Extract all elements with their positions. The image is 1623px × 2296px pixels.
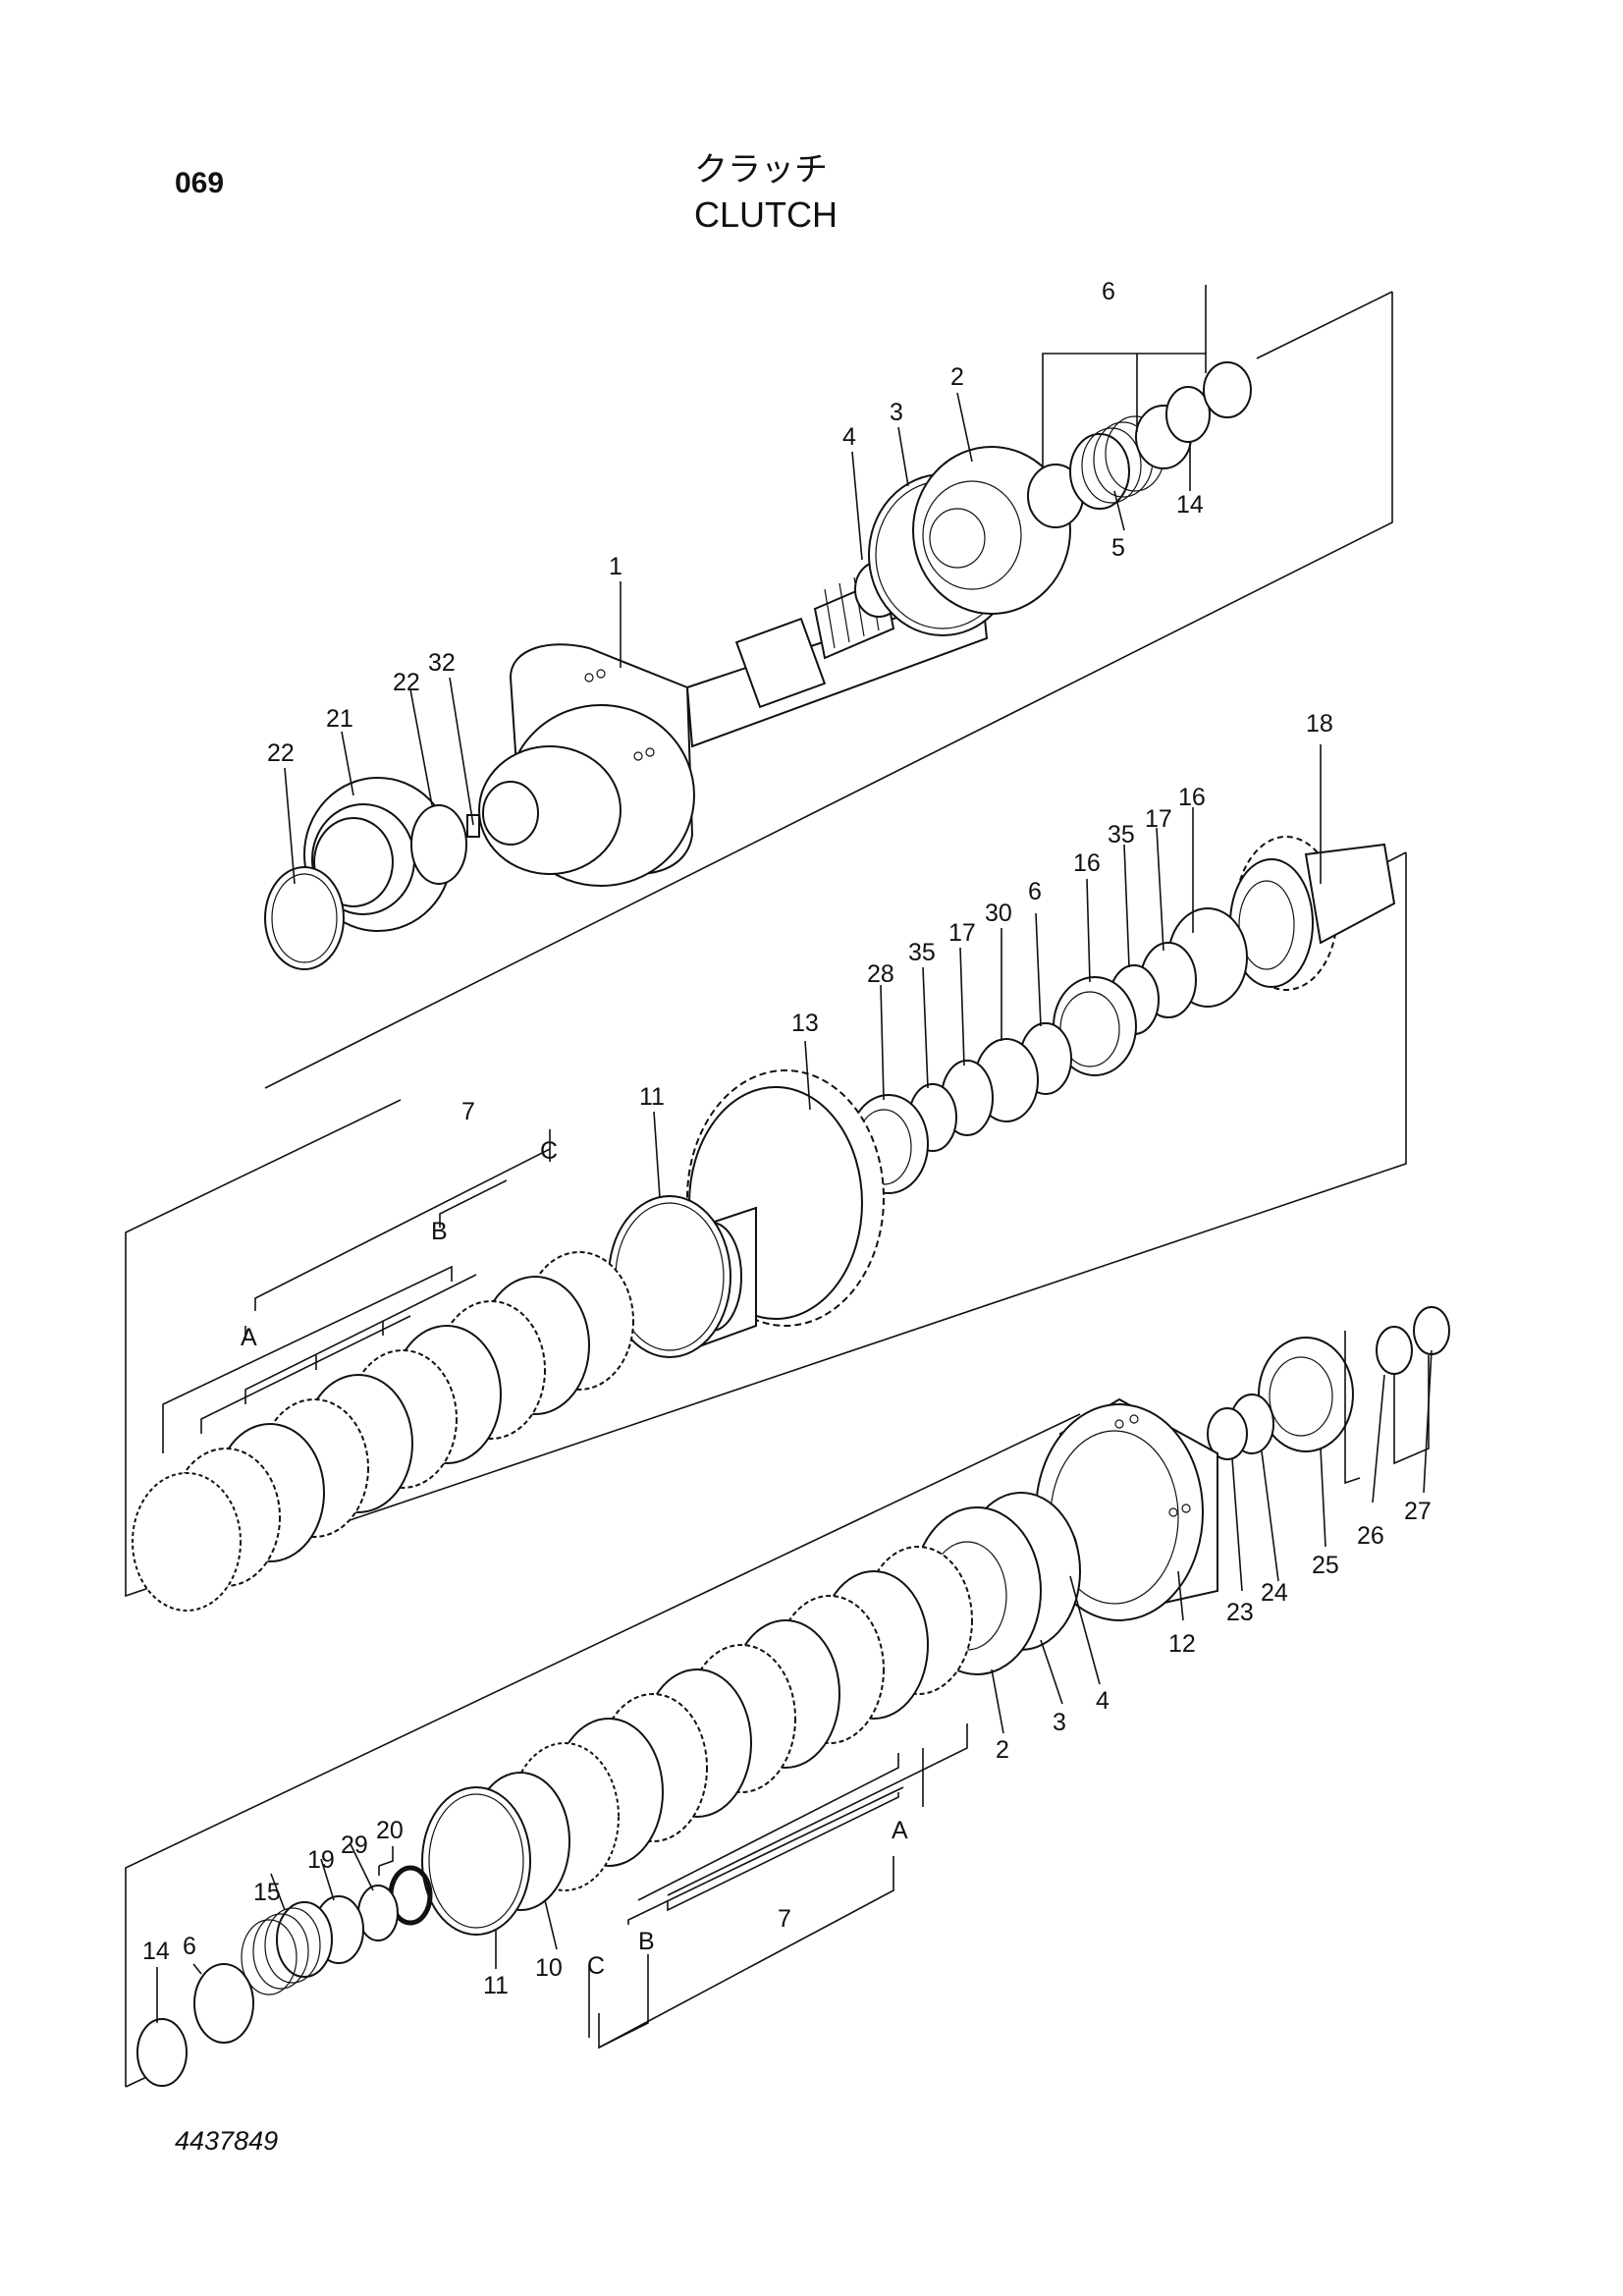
clutch-disc-pack-mid — [132, 1251, 634, 1612]
callout-10: 10 — [535, 1954, 563, 1982]
callout-11: 11 — [639, 1083, 665, 1111]
callout-3: 3 — [1053, 1709, 1066, 1736]
drawing-number: 4437849 — [175, 2126, 279, 2156]
callout-7: 7 — [461, 1098, 475, 1125]
callout-1: 1 — [609, 553, 622, 580]
part-14-snap-ring-bottom — [136, 2018, 188, 2087]
part-6-ring-top-end — [1203, 361, 1252, 418]
callout-6: 6 — [183, 1933, 196, 1960]
callout-18: 18 — [1306, 710, 1333, 738]
part-22-snap-ring-b — [410, 804, 467, 885]
title-japanese: クラッチ — [694, 150, 828, 190]
callout-B: B — [431, 1218, 448, 1245]
callout-4: 4 — [842, 423, 856, 451]
callout-14: 14 — [142, 1938, 170, 1965]
callout-20: 20 — [376, 1817, 404, 1844]
part-23-ring — [1207, 1407, 1248, 1460]
bracket-lines-mid — [162, 1129, 551, 1453]
callout-26: 26 — [1357, 1522, 1384, 1550]
callout-A: A — [892, 1817, 908, 1844]
callout-11: 11 — [483, 1972, 509, 1999]
part-11-snap-ring-bottom — [421, 1786, 531, 1936]
callout-6: 6 — [1028, 878, 1042, 905]
page-code: 069 — [175, 167, 225, 199]
callout-22: 22 — [393, 669, 420, 696]
assembly-frame-lines — [125, 291, 1407, 2088]
part-6-washer-bottom — [193, 1963, 254, 2044]
leader-lines — [156, 285, 1433, 2023]
callout-17: 17 — [1145, 805, 1172, 833]
callout-35: 35 — [908, 939, 936, 966]
callout-35: 35 — [1108, 821, 1135, 848]
title-english: CLUTCH — [694, 194, 839, 235]
callout-30: 30 — [985, 900, 1012, 927]
callout-6: 6 — [1102, 278, 1115, 305]
part-18-gear — [1229, 836, 1396, 991]
callout-14: 14 — [1176, 491, 1204, 519]
callout-B: B — [638, 1928, 655, 1955]
callout-13: 13 — [791, 1010, 819, 1037]
callout-C: C — [540, 1137, 558, 1165]
callout-4: 4 — [1096, 1687, 1109, 1715]
callout-16: 16 — [1073, 849, 1101, 877]
callout-12: 12 — [1168, 1630, 1196, 1658]
callout-28: 28 — [867, 960, 894, 988]
callout-A: A — [241, 1324, 257, 1351]
bracket-lines-bottom — [378, 1331, 1430, 2050]
part-15-spring — [241, 1901, 333, 1995]
callout-2: 2 — [996, 1736, 1009, 1764]
callout-labels: 6 2 3 4 14 5 1 32 22 21 22 18 16 17 35 1… — [142, 278, 1432, 1999]
callout-21: 21 — [326, 705, 353, 733]
callout-22: 22 — [267, 739, 295, 767]
part-32-pin — [466, 814, 480, 838]
part-25-bearing — [1258, 1337, 1354, 1452]
callout-19: 19 — [307, 1846, 335, 1874]
part-26-washer — [1376, 1326, 1413, 1375]
callout-C: C — [587, 1952, 605, 1980]
part-22-snap-ring-a — [264, 866, 345, 970]
part-27-snap-ring — [1413, 1306, 1450, 1355]
part-14-snap-ring-top — [1165, 386, 1211, 443]
callout-16: 16 — [1178, 784, 1206, 811]
callout-5: 5 — [1111, 534, 1125, 562]
callout-23: 23 — [1226, 1599, 1254, 1626]
part-29-ring — [357, 1885, 399, 1941]
callout-17: 17 — [948, 919, 976, 947]
callout-27: 27 — [1404, 1498, 1432, 1525]
callout-29: 29 — [341, 1831, 368, 1859]
callout-3: 3 — [890, 399, 903, 426]
callout-25: 25 — [1312, 1552, 1339, 1579]
callout-32: 32 — [428, 649, 456, 677]
callout-15: 15 — [253, 1879, 281, 1906]
callout-2: 2 — [950, 363, 964, 391]
callout-24: 24 — [1261, 1579, 1288, 1607]
callout-7: 7 — [778, 1905, 791, 1933]
clutch-disc-pack-bottom — [510, 1546, 973, 1891]
